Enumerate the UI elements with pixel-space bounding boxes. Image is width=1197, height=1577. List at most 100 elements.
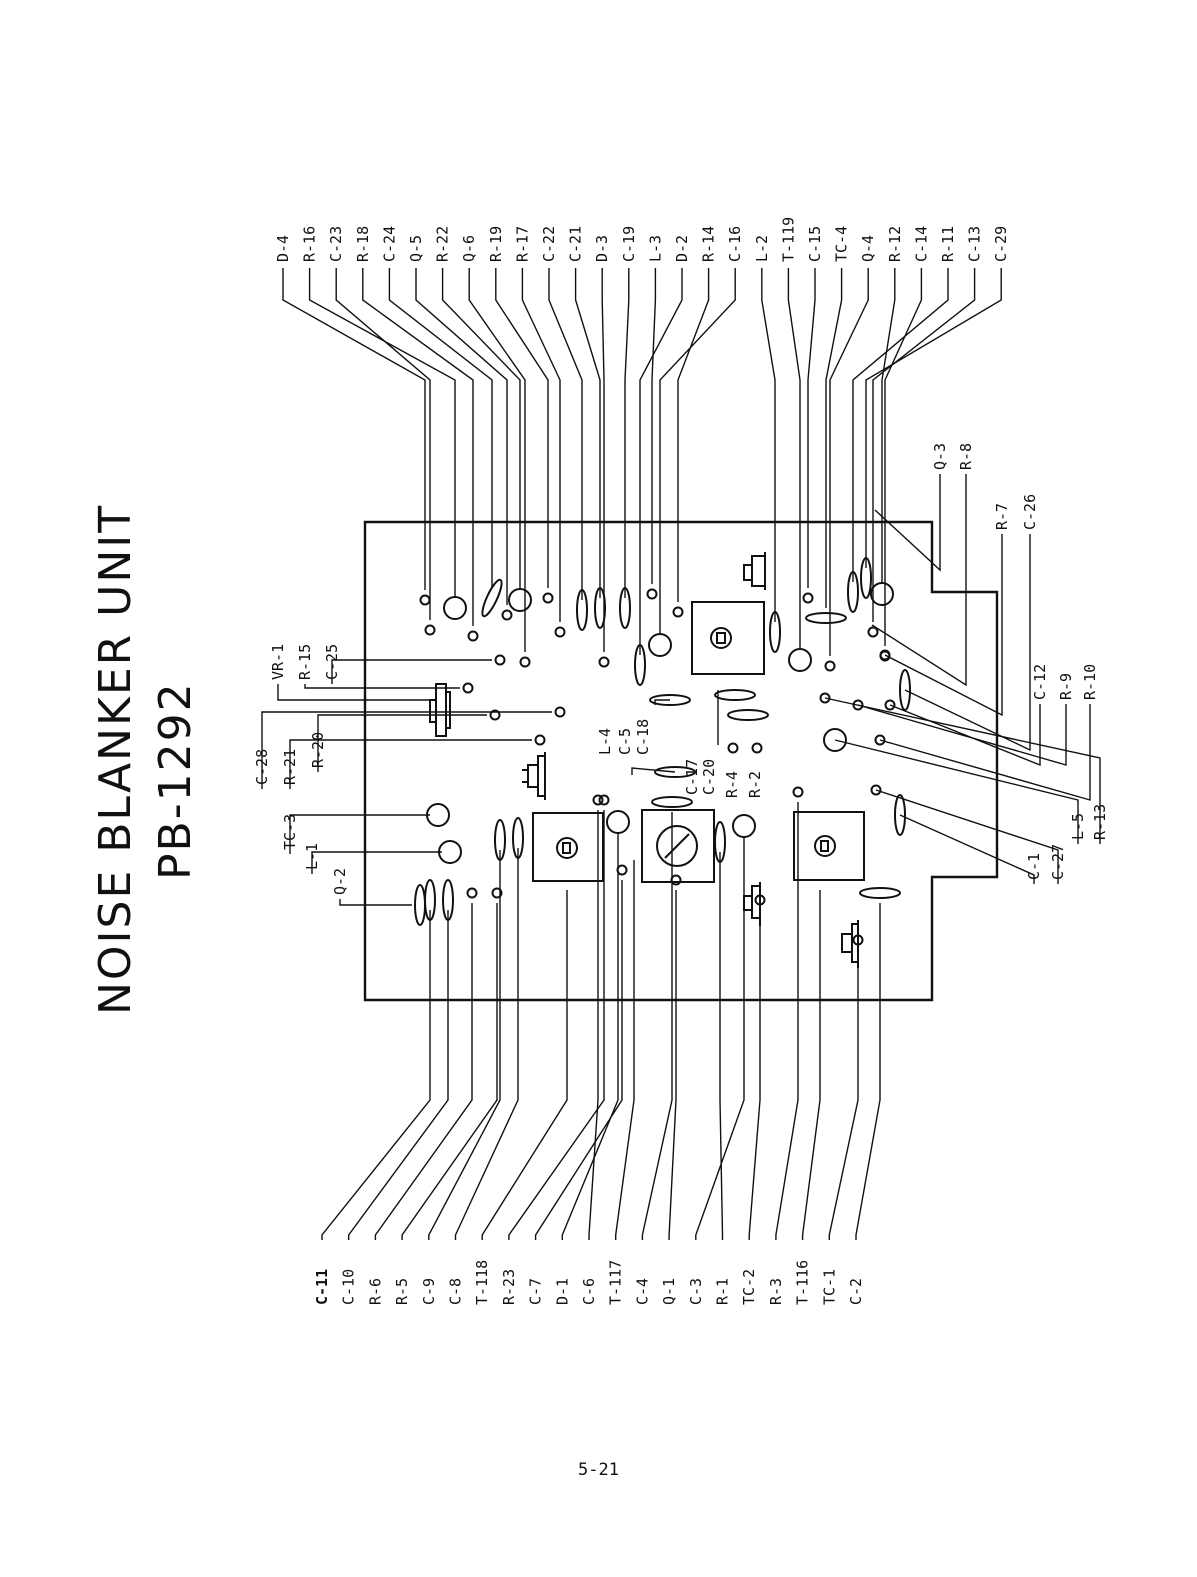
leader-line xyxy=(639,268,683,655)
leader-line xyxy=(801,890,821,1240)
pcb-board-outline xyxy=(363,520,999,1002)
component-r-2 xyxy=(751,742,763,754)
component-r-18 xyxy=(467,630,479,642)
component-r-20 xyxy=(489,709,501,721)
label-l-3: L-3 xyxy=(646,235,664,262)
leader-line xyxy=(677,268,710,602)
component-r-5 xyxy=(491,887,503,899)
trimmer-tc-3 xyxy=(522,752,546,800)
leader-line xyxy=(521,268,561,622)
leader-line xyxy=(884,268,923,646)
transformer-t-116 xyxy=(793,811,865,881)
label-c-7: C-7 xyxy=(527,1278,545,1305)
component-q-2 xyxy=(414,884,426,926)
component-q-5 xyxy=(501,609,513,621)
leader-line xyxy=(881,268,896,584)
leader-lines xyxy=(261,268,1101,1240)
component-c-1 xyxy=(894,794,906,836)
label-d-1: D-1 xyxy=(553,1278,571,1305)
leader-line xyxy=(401,903,498,1240)
label-l-2: L-2 xyxy=(753,235,771,262)
component-c-6 xyxy=(592,794,604,806)
label-q-2: Q-2 xyxy=(331,868,349,895)
component-q-6 xyxy=(519,656,531,668)
leader-line xyxy=(481,890,568,1240)
component-d-4 xyxy=(419,594,431,606)
leader-line xyxy=(362,268,474,626)
label-c-22: C-22 xyxy=(540,226,558,262)
component-d-2 xyxy=(634,644,646,686)
leader-line xyxy=(865,268,1002,568)
label-l-5: L-5 xyxy=(1069,813,1087,840)
component-c-9 xyxy=(494,819,506,861)
label-q-6: Q-6 xyxy=(460,235,478,262)
variable-resistor-vr-1 xyxy=(429,683,451,737)
leader-line xyxy=(775,802,799,1240)
leader-line xyxy=(615,860,635,1240)
component-q-1 xyxy=(670,874,682,886)
component-c-27 xyxy=(870,784,882,796)
label-r-9: R-9 xyxy=(1057,673,1075,700)
component-d-3 xyxy=(598,656,610,668)
label-r-18: R-18 xyxy=(354,226,372,262)
component-markers xyxy=(414,557,911,946)
leader-line xyxy=(454,848,519,1240)
leader-line xyxy=(601,268,605,652)
label-r-17: R-17 xyxy=(513,226,531,262)
component-r-16 xyxy=(443,596,467,620)
component-r-14 xyxy=(672,606,684,618)
label-r-21: R-21 xyxy=(281,749,299,785)
label-c-29: C-29 xyxy=(992,226,1010,262)
leader-line xyxy=(875,789,1059,884)
leader-line xyxy=(428,850,501,1240)
leader-line xyxy=(574,268,601,598)
component-r-10 xyxy=(874,734,886,746)
label-r-10: R-10 xyxy=(1081,664,1099,700)
leader-line xyxy=(871,474,967,687)
diagram-title: NOISE BLANKER UNIT xyxy=(90,504,141,1015)
component-c-15 xyxy=(802,592,814,604)
component-c-23 xyxy=(424,624,436,636)
label-c-24: C-24 xyxy=(380,226,398,262)
leader-line xyxy=(834,739,1079,844)
component-r-15 xyxy=(462,682,474,694)
leader-line xyxy=(828,950,859,1240)
component-c-24 xyxy=(481,578,503,618)
component-r-9 xyxy=(852,699,864,711)
label-c-20: C-20 xyxy=(700,759,718,795)
component-r-11 xyxy=(847,571,859,613)
leader-line xyxy=(261,711,552,789)
label-r-15: R-15 xyxy=(296,644,314,680)
label-r-13: R-13 xyxy=(1091,804,1109,840)
label-c-13: C-13 xyxy=(966,226,984,262)
leader-line xyxy=(668,890,677,1240)
component-c-22 xyxy=(576,589,588,631)
component-c-20 xyxy=(727,709,769,721)
leader-line xyxy=(641,812,673,1240)
label-c-12: C-12 xyxy=(1031,664,1049,700)
label-c-3: C-3 xyxy=(687,1278,705,1305)
label-q-4: Q-4 xyxy=(859,235,877,262)
leader-line xyxy=(719,852,724,1240)
leader-line xyxy=(388,268,493,588)
leader-line xyxy=(748,910,761,1240)
label-r-22: R-22 xyxy=(434,226,452,262)
leader-line xyxy=(874,474,941,572)
leader-line xyxy=(855,903,881,1240)
label-tc-1: TC-1 xyxy=(820,1269,838,1305)
leader-line xyxy=(321,910,431,1240)
label-r-2: R-2 xyxy=(746,771,764,798)
label-r-7: R-7 xyxy=(993,503,1011,530)
label-t-119: T-119 xyxy=(779,217,797,262)
label-c-17: C-17 xyxy=(683,759,701,795)
leader-line xyxy=(468,268,526,652)
component-r-23 xyxy=(598,794,610,806)
label-c-1: C-1 xyxy=(1025,853,1043,880)
leader-line xyxy=(884,534,1003,717)
leader-line xyxy=(624,268,630,598)
component-r-13 xyxy=(819,692,831,704)
label-r-6: R-6 xyxy=(366,1278,384,1305)
component-c-12 xyxy=(884,699,896,711)
leader-line xyxy=(787,268,801,650)
